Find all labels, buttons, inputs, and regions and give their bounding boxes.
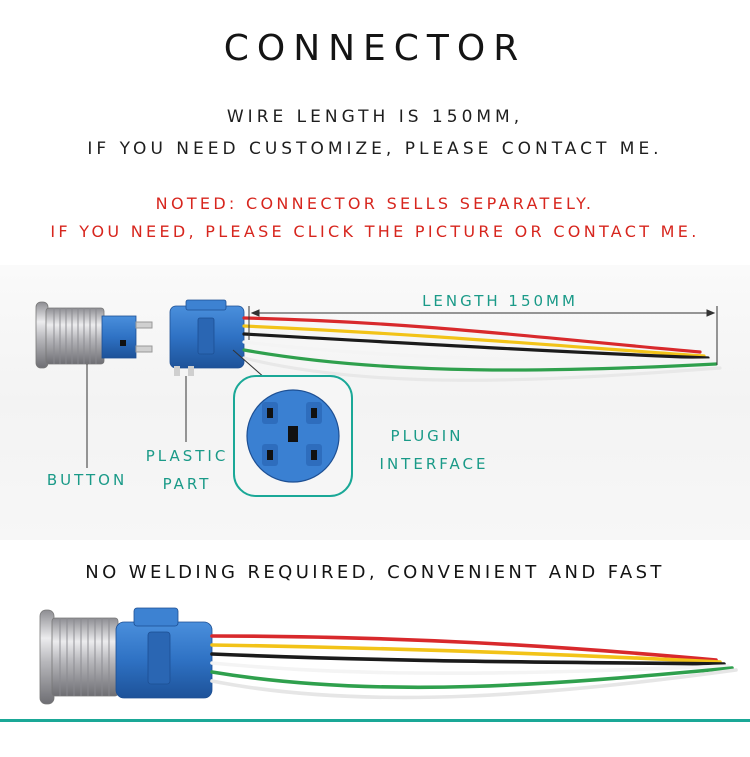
- plastic-part-label-line-2: PART: [162, 475, 212, 493]
- slogan-text: NO WELDING REQUIRED, CONVENIENT AND FAST: [85, 562, 665, 583]
- assembled-wire-bundle: [210, 634, 738, 700]
- customize-text: IF YOU NEED CUSTOMIZE, PLEASE CONTACT ME…: [87, 139, 663, 159]
- plugin-interface-closeup[interactable]: [233, 375, 353, 497]
- page-title: CONNECTOR: [223, 28, 527, 69]
- contact-notice[interactable]: IF YOU NEED, PLEASE CLICK THE PICTURE OR…: [50, 222, 700, 241]
- footer-divider: [0, 719, 750, 722]
- wire-bundle: [242, 316, 722, 382]
- assembled-connector[interactable]: [115, 607, 213, 699]
- length-dimension: [248, 306, 718, 365]
- metal-push-button[interactable]: [35, 301, 153, 369]
- plastic-connector[interactable]: [169, 299, 245, 376]
- assembled-push-button[interactable]: [39, 609, 119, 705]
- product-band: [0, 265, 750, 540]
- button-label: BUTTON: [46, 471, 128, 489]
- header-band: [0, 0, 750, 265]
- plugin-interface-label-line-2: INTERFACE: [379, 455, 489, 473]
- wire-length-text: WIRE LENGTH IS 150MM,: [226, 107, 524, 127]
- plugin-interface-label-line-1: PLUGIN: [390, 427, 464, 445]
- plastic-part-label-line-1: PLASTIC: [145, 447, 229, 465]
- separate-sale-notice: NOTED: CONNECTOR SELLS SEPARATELY.: [155, 194, 595, 213]
- length-label: LENGTH 150MM: [422, 292, 578, 310]
